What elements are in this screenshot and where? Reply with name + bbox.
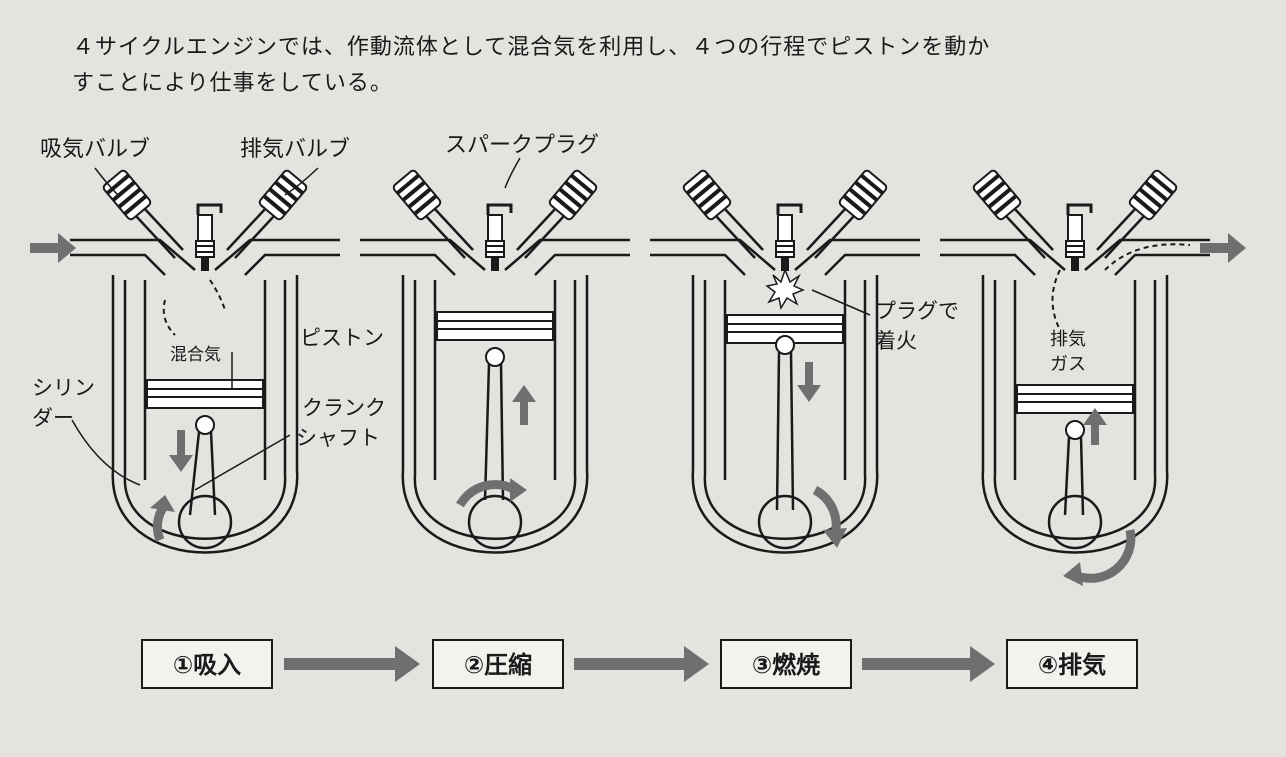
- step-sequence: ①吸入 ②圧縮 ③燃焼 ④排気: [141, 639, 1138, 689]
- intro-line-1: ４サイクルエンジンでは、作動流体として混合気を利用し、４つの行程でピストンを動か: [72, 35, 991, 60]
- ignition-label-line1: プラグで: [875, 299, 959, 323]
- piston-label: ピストン: [300, 326, 384, 350]
- engine-exhaust: [938, 167, 1212, 586]
- engine-intake: [68, 167, 342, 554]
- exhaust-gas-label-line2: ガス: [1050, 354, 1086, 375]
- ignition-label-line2: 着火: [875, 329, 917, 353]
- crankshaft-label-line1: クランク: [302, 396, 386, 420]
- intake-flow-arrow: [30, 233, 76, 263]
- intro-text: ４サイクルエンジンでは、作動流体として混合気を利用し、４つの行程でピストンを動か…: [72, 30, 1222, 102]
- exhaust-valve-label: 排気バルブ: [240, 137, 350, 162]
- engine-compression: [358, 167, 632, 554]
- step-compression: ②圧縮: [464, 651, 532, 679]
- cylinder-label-line1: シリン: [32, 376, 95, 400]
- intake-valve-label: 吸気バルブ: [40, 137, 150, 162]
- step-arrow-2: [574, 646, 709, 682]
- step-arrow-1: [284, 646, 420, 682]
- step-combustion: ③燃焼: [752, 651, 820, 679]
- spark-plug-label: スパークプラグ: [445, 133, 599, 158]
- mixture-label: 混合気: [170, 345, 221, 365]
- step-intake: ①吸入: [173, 651, 241, 679]
- intro-line-2: すことにより仕事をしている。: [72, 71, 393, 96]
- step-arrow-3: [862, 646, 995, 682]
- crankshaft-label-line2: シャフト: [296, 426, 380, 450]
- exhaust-gas-label-line1: 排気: [1050, 329, 1086, 350]
- exhaust-flow-arrow: [1200, 233, 1246, 263]
- cylinder-label-line2: ダー: [32, 406, 74, 430]
- engine-combustion: [648, 167, 922, 554]
- step-exhaust: ④排気: [1038, 651, 1106, 679]
